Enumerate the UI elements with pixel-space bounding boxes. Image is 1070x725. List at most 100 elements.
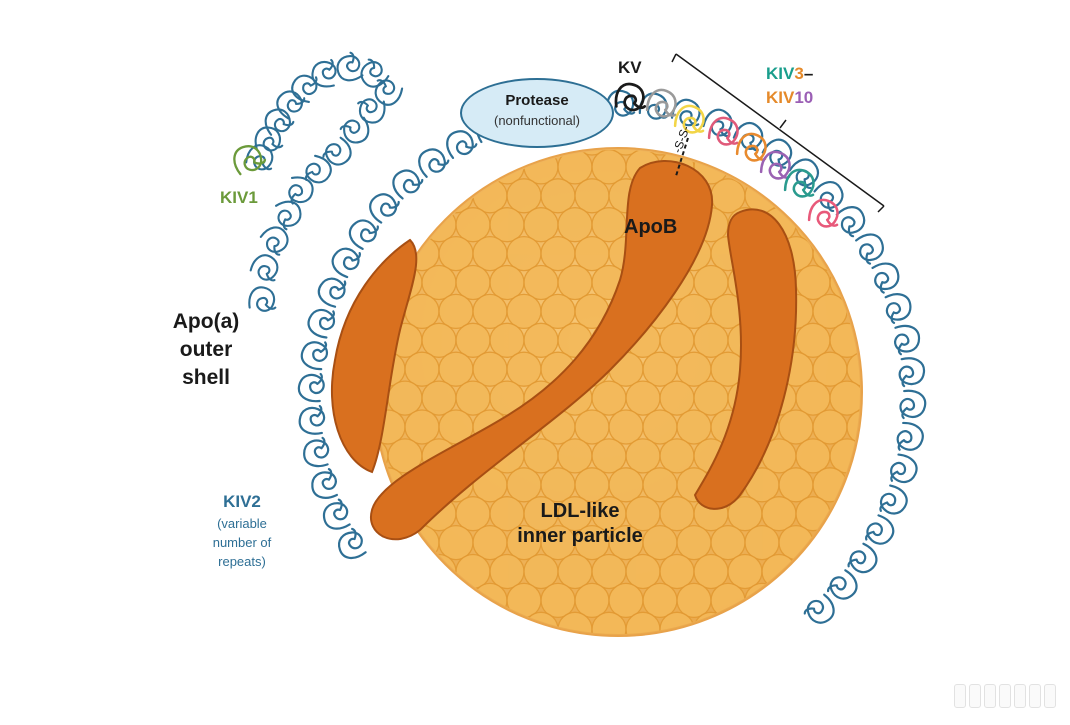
lipid-bubble <box>693 322 729 358</box>
lipid-bubble <box>506 351 542 387</box>
apob-protein <box>331 159 798 541</box>
kiv3-kiv10-kringles <box>645 88 839 228</box>
bracket-icon <box>671 53 885 213</box>
lipid-bubble <box>591 207 627 243</box>
lipid-bubble <box>489 553 525 590</box>
kringle-loop-icon <box>369 193 400 224</box>
kringle-loop-icon <box>348 219 379 250</box>
kringle-loop-icon <box>783 168 815 198</box>
lipid-bubble <box>540 467 576 503</box>
kringle-loop-icon <box>896 421 924 451</box>
kringle-loop-icon <box>259 226 289 256</box>
lipid-bubble <box>625 553 661 590</box>
lipid-bubble <box>829 438 860 474</box>
lipid-bubble <box>710 178 746 214</box>
kringle-loop-icon <box>254 126 284 152</box>
lipid-bubble <box>625 438 661 474</box>
kringle-loop-icon <box>707 116 739 146</box>
kringle-loop-icon <box>307 308 336 339</box>
lipid-bubble <box>608 150 644 156</box>
lipid-bubble <box>523 438 559 474</box>
apob-strand-left <box>331 238 418 474</box>
lipid-bubble <box>625 380 661 416</box>
ldl-label-line1: LDL-like <box>540 500 620 522</box>
lipid-bubble <box>421 264 457 301</box>
lipid-bubble <box>812 351 848 387</box>
kringle-loop-icon <box>673 104 705 134</box>
lipid-bubble <box>761 496 797 532</box>
lipid-bubble <box>693 264 729 301</box>
ldl-inner-particle <box>373 147 863 637</box>
kringle-loop-icon <box>605 89 636 117</box>
kiv1-kringle <box>233 145 267 176</box>
kringle-loop-icon <box>879 484 908 515</box>
kringle-loop-icon <box>303 436 330 468</box>
lipid-bubble <box>472 235 508 272</box>
kringle-loop-icon <box>300 341 329 371</box>
kringle-loop-icon <box>835 206 866 238</box>
kiv1-label: KIV1 <box>220 188 258 207</box>
apoa-label-line1: Apo(a) <box>172 310 240 333</box>
protease-sub-label: (nonfunctional) <box>494 113 580 128</box>
kringle-loop-icon <box>336 51 364 82</box>
lipid-bubble <box>642 150 678 156</box>
lipid-bubble <box>693 553 729 590</box>
lipid-bubble <box>795 322 831 358</box>
lipid-bubble <box>455 264 491 301</box>
lipid-bubble <box>455 322 491 358</box>
kringle-loop-icon <box>233 145 267 176</box>
lipid-bubble <box>846 409 860 445</box>
lipid-bubble <box>693 380 729 416</box>
lipid-bubble <box>591 380 627 416</box>
lipid-bubble <box>829 380 860 416</box>
kringle-loop-icon <box>276 90 306 120</box>
lipid-bubble <box>591 150 627 185</box>
apoa-label-line3: shell <box>182 366 230 389</box>
lipid-bubble <box>778 467 814 503</box>
lipid-bubble <box>540 582 576 619</box>
lipid-bubble <box>557 438 593 474</box>
protease-label: Protease <box>505 92 569 109</box>
lipid-bubble <box>472 293 508 330</box>
lipid-bubble <box>574 178 610 214</box>
lipid-bubble <box>455 553 491 590</box>
apob-label: ApoB <box>624 216 678 238</box>
ldl-label-line2: inner particle <box>517 525 643 547</box>
kringle-loop-icon <box>360 58 390 88</box>
kringle-loop-icon <box>297 372 325 403</box>
lipid-bubble <box>472 351 508 387</box>
lipid-bubble <box>574 582 610 619</box>
kiv2-label: KIV2 <box>223 492 261 511</box>
kringle-loop-icon <box>357 98 386 124</box>
lipid-bubble <box>659 322 695 358</box>
kringle-loop-icon <box>803 593 835 624</box>
kringle-loop-icon <box>304 154 332 184</box>
lipid-bubble <box>591 438 627 474</box>
lipid-bubble <box>659 553 695 590</box>
lipid-bubble <box>455 496 491 532</box>
watermark-icon <box>954 684 1056 708</box>
lipid-bubble <box>574 409 610 445</box>
lipid-bubble <box>642 582 678 619</box>
kringle-loop-icon <box>339 116 370 144</box>
kringle-loop-icon <box>317 277 347 308</box>
lipid-bubble <box>676 351 712 387</box>
lipid-bubble <box>523 553 559 590</box>
lipid-bubble <box>574 150 610 156</box>
lipid-bubble <box>676 524 712 561</box>
lipid-bubble <box>438 524 474 561</box>
lipid-bubble <box>710 524 746 561</box>
lipid-bubble <box>421 207 457 243</box>
kringle-loop-icon <box>807 198 839 228</box>
kringle-loop-icon <box>847 542 878 574</box>
lipid-bubble <box>404 293 440 330</box>
lipid-bubble <box>455 380 491 416</box>
kringle-loop-icon <box>322 136 352 166</box>
lipid-bubble <box>608 409 644 445</box>
kringle-loop-icon <box>311 58 337 88</box>
lipid-bubble <box>676 582 712 619</box>
lipid-bubble <box>659 380 695 416</box>
kiv2-sub-line3: repeats) <box>218 554 266 569</box>
lipid-bubble <box>523 264 559 301</box>
lipid-bubble <box>676 409 712 445</box>
